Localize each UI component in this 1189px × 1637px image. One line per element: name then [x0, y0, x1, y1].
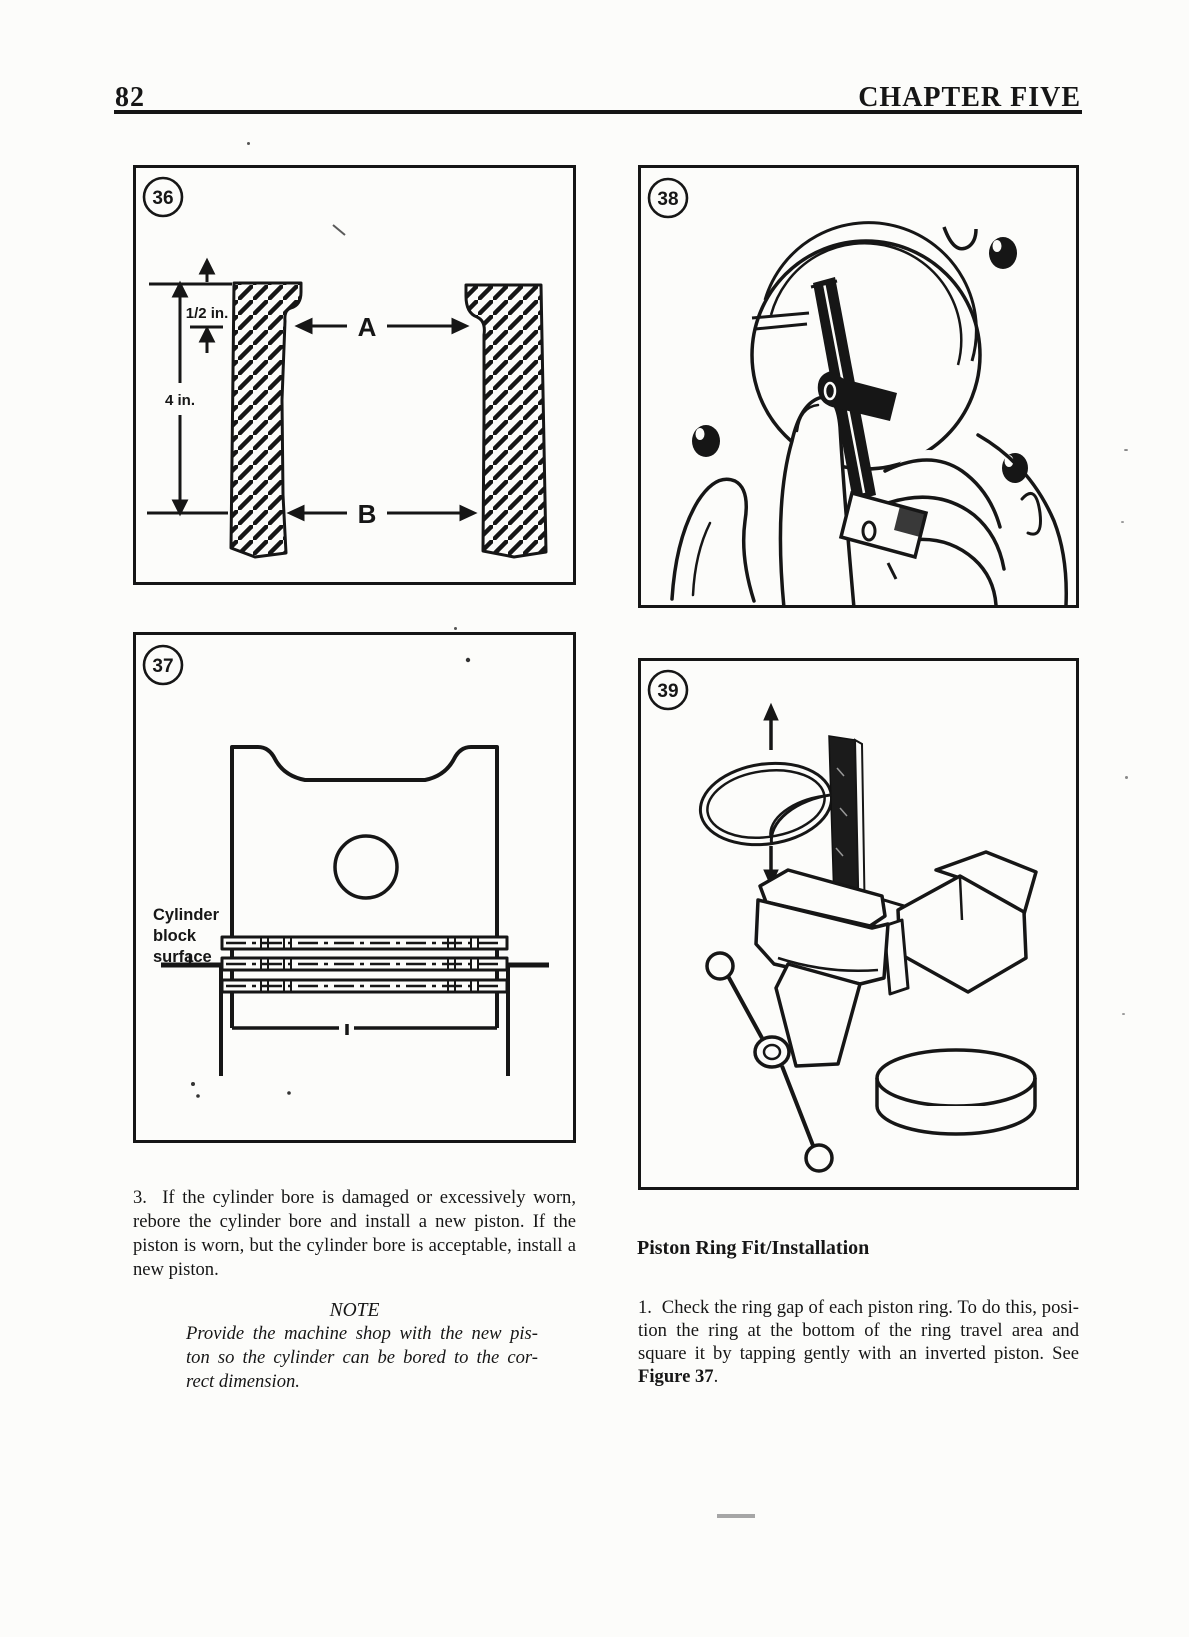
svg-text:surface: surface [153, 948, 212, 966]
figure-39-border [638, 658, 1079, 1190]
bolt-holes [692, 226, 1028, 483]
cylinder-block-surface-label: Cylinder block surface [153, 906, 220, 966]
note-line: Provide the machine shop with the new pi… [186, 1323, 538, 1344]
scan-speck [1122, 1013, 1125, 1015]
chapter-title: CHAPTER FIVE [858, 82, 1081, 113]
hand-right-fingers [876, 433, 1068, 608]
vise-front-jaw [705, 868, 890, 1173]
ridge-reamer-tool [810, 277, 897, 501]
ring-center-lines [226, 941, 503, 988]
bench-vise [841, 850, 1038, 1136]
tool-lower-block [838, 490, 929, 580]
vise-base [875, 1048, 1037, 1108]
scan-speck [1124, 449, 1128, 451]
figure-38-border [638, 165, 1079, 608]
screw-housing [882, 918, 910, 996]
step-3-line: 3. If the cylinder bore is damaged or ex… [133, 1187, 576, 1208]
measurement-b-label: B [358, 499, 377, 529]
step-1-paragraph: 1. Check the ring gap of each piston rin… [638, 1296, 1079, 1388]
note-heading: NOTE [329, 1300, 380, 1321]
figure-number-badge: 39 [647, 669, 689, 711]
step-3-paragraph: 3. If the cylinder bore is damaged or ex… [133, 1186, 576, 1282]
header-rule [114, 110, 1082, 114]
scan-speck [247, 142, 250, 145]
figure-39-number: 39 [657, 681, 678, 702]
figure-number-badge: 36 [142, 176, 184, 218]
handle-ball-top [705, 951, 735, 981]
scan-speck [1121, 521, 1124, 523]
note-line: ton so the cylinder can be bored to the … [186, 1347, 538, 1368]
figure-39-illustration: 39 [638, 658, 1079, 1190]
dimension-four-inch-label: 4 in. [165, 392, 195, 409]
svg-text:Cylinder: Cylinder [153, 906, 220, 924]
section-heading: Piston Ring Fit/Installation [637, 1237, 870, 1259]
step-3-line: piston is worn, but the cylinder bore is… [133, 1235, 576, 1256]
piston-ring [698, 761, 834, 847]
motion-arrows [763, 702, 779, 888]
scan-tick [332, 224, 346, 236]
cylinder-wall-cross-sections [229, 281, 548, 559]
wrist-pin-hole [333, 834, 399, 900]
figure-36-border [133, 165, 576, 585]
step-1-line: square it by tapping gently with an inve… [638, 1343, 1079, 1364]
scan-speck [454, 627, 457, 630]
step-1-figure-reference-line: Figure 37. [638, 1365, 1079, 1388]
handle-ball-bottom [804, 1143, 834, 1173]
ring-end-marks [260, 938, 479, 991]
figure-37-illustration: 37 Cylinder [133, 632, 576, 1143]
cylinder-bore [750, 221, 982, 471]
figure-number-badge: 38 [647, 177, 689, 219]
scan-mark [717, 1514, 755, 1518]
front-jaw-lower [774, 962, 862, 1068]
screw-boss [753, 1035, 791, 1069]
note-paragraph: Provide the machine shop with the new pi… [186, 1322, 538, 1394]
figure-37-reference: Figure 37 [638, 1366, 714, 1387]
dimension-lines [147, 224, 478, 522]
figure-37-border [133, 632, 576, 1143]
vise-handle [726, 975, 816, 1149]
figure-37-reference-period: . [713, 1366, 719, 1387]
figure-36-number: 36 [152, 188, 173, 209]
ring-front-arc [769, 793, 832, 844]
svg-text:block: block [153, 927, 197, 945]
figure-38-number: 38 [657, 189, 678, 210]
figure-number-badge: 37 [142, 644, 184, 686]
figure-36-illustration: 36 1/2 in. 4 in. A B [133, 165, 576, 585]
measurement-a-label: A [358, 312, 377, 342]
page-number: 82 [115, 82, 145, 113]
figure-37-number: 37 [152, 656, 173, 677]
cylinder-block-surface-lines [161, 954, 549, 1076]
dimension-half-inch-label: 1/2 in. [186, 305, 229, 322]
inverted-piston [220, 745, 509, 1035]
scan-speck [1125, 776, 1128, 779]
step-3-line: rebore the cylinder bore and install a n… [133, 1211, 576, 1232]
step-1-line: 1. Check the ring gap of each piston rin… [638, 1297, 1079, 1318]
step-3-line: new piston. [133, 1259, 219, 1280]
step-1-line: tion the ring at the bottom of the ring … [638, 1320, 1079, 1341]
figure-38-illustration: 38 [638, 165, 1079, 608]
hand-fingers [670, 395, 856, 608]
note-line: rect dimension. [186, 1371, 300, 1392]
scan-specks [191, 657, 471, 1098]
gasket-mark [942, 226, 978, 251]
